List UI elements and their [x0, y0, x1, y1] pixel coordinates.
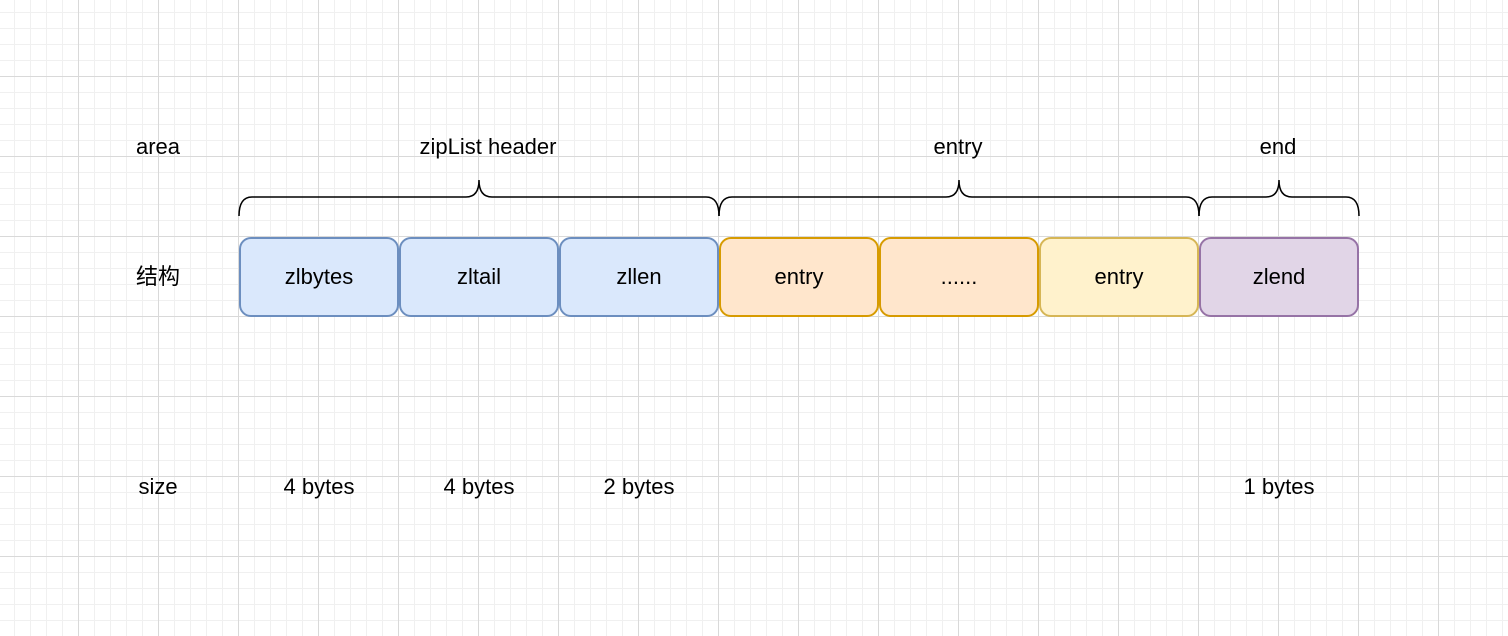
size-zlend: 1 bytes	[1243, 474, 1315, 499]
field-entry-first: entry	[719, 237, 879, 317]
field-zllen: zllen	[559, 237, 719, 317]
field-entry-last: entry	[1039, 237, 1199, 317]
field-zltail: zltail	[399, 237, 559, 317]
row-label-size: size	[138, 474, 178, 499]
size-zltail: 4 bytes	[443, 474, 515, 499]
brace-header	[238, 179, 720, 217]
field-zlend: zlend	[1199, 237, 1359, 317]
brace-entry	[718, 179, 1200, 217]
field-zlbytes: zlbytes	[239, 237, 399, 317]
size-zllen: 2 bytes	[603, 474, 675, 499]
size-zlbytes: 4 bytes	[283, 474, 355, 499]
row-label-structure: 结构	[135, 264, 180, 289]
brace-end	[1198, 179, 1360, 217]
row-label-area: area	[135, 134, 181, 159]
field-entry-ellipsis: ......	[879, 237, 1039, 317]
area-label-header: zipList header	[419, 134, 557, 159]
area-label-end: end	[1259, 134, 1297, 159]
area-label-entry: entry	[933, 134, 983, 159]
